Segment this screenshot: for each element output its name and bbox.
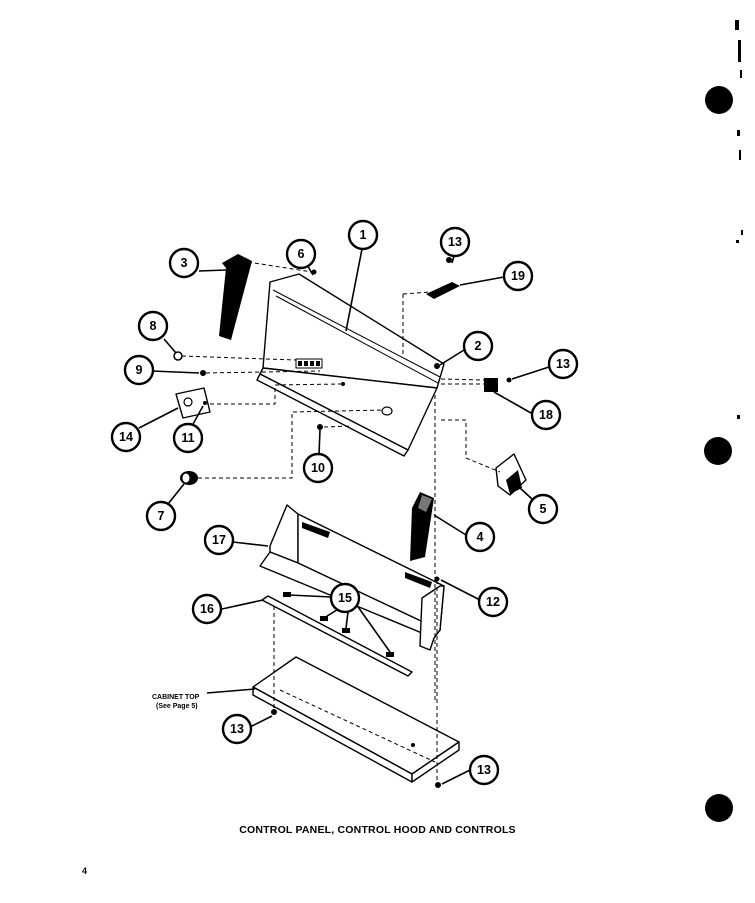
knob-7 [180,471,198,485]
svg-text:18: 18 [539,408,553,422]
left-end-cap [219,254,252,340]
bracket-19 [426,257,460,299]
callout-12: 12 [477,586,509,618]
screw-2 [434,363,440,369]
figure-caption: CONTROL PANEL, CONTROL HOOD AND CONTROLS [239,824,516,836]
screw-10 [317,424,323,430]
leader-lines [138,248,550,785]
switch-14 [175,387,211,419]
screw-13-bottom [435,782,441,788]
svg-text:14: 14 [119,430,133,444]
callout-2: 2 [462,330,494,362]
control-panel [256,269,445,457]
svg-text:13: 13 [556,357,570,371]
svg-text:17: 17 [212,533,226,547]
svg-text:6: 6 [298,247,305,261]
svg-text:5: 5 [540,502,547,516]
svg-text:16: 16 [200,602,214,616]
screw-9 [200,370,206,376]
callout-8: 8 [137,310,169,342]
cabinet-top [252,656,460,783]
callout-7: 7 [145,500,177,532]
cabinet-top-label: CABINET TOP [152,694,200,701]
callout-5: 5 [527,493,559,525]
binder-hole-top [705,86,733,114]
callout-10: 10 [302,452,334,484]
svg-text:8: 8 [150,319,157,333]
callout-11: 11 [172,422,204,454]
callout-16: 16 [191,593,223,625]
callout-6: 6 [285,238,317,270]
svg-text:7: 7 [158,509,165,523]
callout-19: 19 [502,260,534,292]
callout-13-right: 13 [547,348,579,380]
svg-text:13: 13 [230,722,244,736]
right-end-cap [410,492,434,561]
svg-text:12: 12 [486,595,500,609]
assembly-lines [181,261,501,782]
callout-9: 9 [123,354,155,386]
cabinet-top-reference: (See Page 5) [156,703,198,710]
callout-3: 3 [168,247,200,279]
page-number: 4 [82,866,88,876]
screw-12 [434,576,440,582]
svg-text:13: 13 [448,235,462,249]
callout-17: 17 [203,524,235,556]
svg-text:19: 19 [511,269,525,283]
callout-15: 15 [329,582,361,614]
svg-text:9: 9 [136,363,143,377]
svg-text:11: 11 [181,431,194,445]
svg-text:3: 3 [181,256,188,270]
callout-13-lower-left: 13 [221,713,253,745]
callout-14: 14 [110,421,142,453]
rear-trim-16 [261,592,413,677]
scan-noise [735,20,743,419]
svg-text:4: 4 [477,530,484,544]
svg-text:2: 2 [475,339,482,353]
callout-4: 4 [464,521,496,553]
module-5 [495,453,527,496]
svg-text:1: 1 [360,228,367,242]
svg-text:10: 10 [311,461,325,475]
callout-13-top: 13 [439,226,471,258]
svg-text:13: 13 [477,763,491,777]
screw-13-lower-left [271,709,277,715]
callout-1: 1 [347,219,379,251]
binder-hole-middle [704,437,732,465]
switch-18 [484,377,512,392]
svg-text:15: 15 [338,591,352,605]
binder-hole-bottom [705,794,733,822]
callout-13-bottom: 13 [468,754,500,786]
callout-18: 18 [530,399,562,431]
